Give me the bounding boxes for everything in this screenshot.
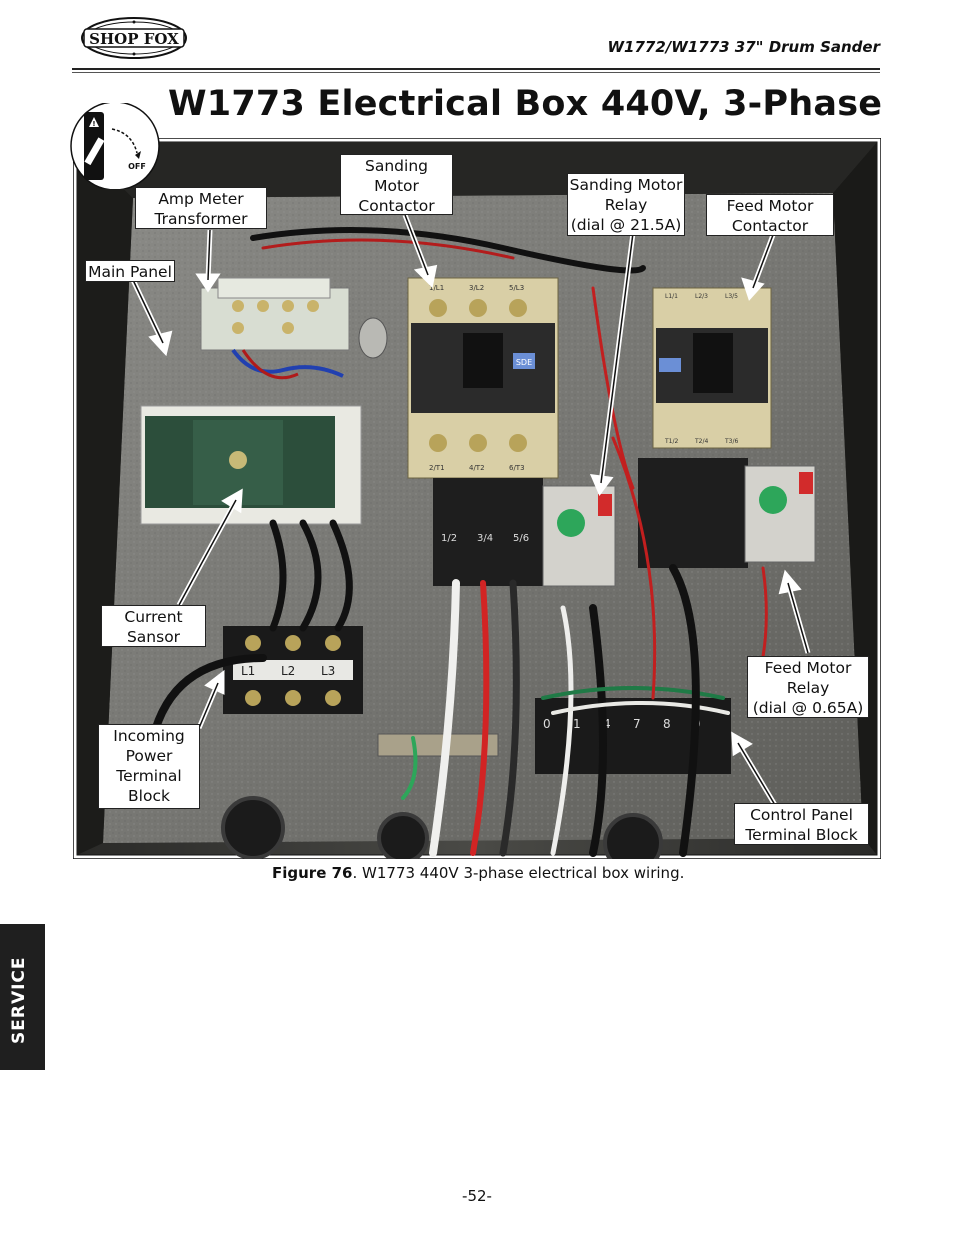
brand-label: SDE [516, 358, 532, 367]
feed-motor-relay [638, 458, 816, 568]
callout-main-panel: Main Panel [85, 260, 175, 282]
control-term: 0 [543, 717, 551, 731]
callout-line: Feed Motor [726, 197, 814, 215]
callout-incoming-power-terminal-block: Incoming Power Terminal Block [98, 724, 200, 809]
callout-line: Relay [786, 679, 830, 697]
page-title: W1773 Electrical Box 440V, 3-Phase [168, 84, 883, 124]
document-title: W1772/W1773 37" Drum Sander [607, 38, 881, 56]
callout-feed-motor-relay: Feed Motor Relay (dial @ 0.65A) [747, 656, 869, 718]
contactor-term: 5/L3 [509, 284, 524, 292]
electrical-box-photo: SDE 1/L1 3/L2 5/L3 2/T1 4/T2 6/T3 1/2 3/… [73, 138, 881, 859]
feed-term: L3/5 [725, 293, 738, 300]
relay-term: 3/4 [477, 533, 493, 544]
feed-motor-contactor: L1/1 L2/3 L3/5 T1/2 T2/4 T3/6 [652, 287, 772, 449]
callout-line: Amp Meter [158, 190, 244, 208]
relay-term: 1/2 [441, 533, 457, 544]
disconnect-power-icon: ! OFF [70, 103, 160, 189]
feed-term: L1/1 [665, 293, 678, 300]
power-term: L1 [241, 664, 255, 678]
amp-meter-transformer [200, 277, 388, 380]
callout-line: (dial @ 0.65A) [752, 699, 864, 717]
callout-feed-motor-contactor: Feed Motor Contactor [706, 194, 834, 236]
incoming-power-terminal-block: L1 L2 L3 [223, 626, 363, 714]
callout-sanding-motor-contactor: Sanding Motor Contactor [340, 154, 453, 215]
callout-line: (dial @ 21.5A) [570, 216, 682, 234]
wiring [149, 227, 768, 857]
figure-caption: Figure 76. W1773 440V 3-phase electrical… [272, 864, 684, 882]
contactor-term: 4/T2 [469, 464, 485, 472]
callout-line: Control Panel [750, 806, 853, 824]
callout-line: Terminal [116, 767, 182, 785]
callout-line: Relay [604, 196, 648, 214]
callout-line: Main Panel [88, 263, 172, 281]
control-term: 7 [633, 717, 641, 731]
callout-line: Contactor [731, 217, 809, 235]
callout-line: Sanding [365, 157, 428, 175]
figure-number: Figure 76 [272, 864, 353, 882]
callout-amp-meter-transformer: Amp Meter Transformer [135, 187, 267, 229]
callout-line: Feed Motor [764, 659, 852, 677]
callout-line: Power [125, 747, 173, 765]
callout-line: Sansor [126, 628, 181, 646]
off-label: OFF [128, 162, 146, 171]
contactor-term: 2/T1 [429, 464, 445, 472]
callout-line: Sanding Motor [569, 176, 683, 194]
control-term: 8 [663, 717, 671, 731]
callout-control-panel-terminal-block: Control Panel Terminal Block [734, 803, 869, 845]
page-number: -52- [462, 1187, 492, 1205]
callout-line: Transformer [154, 210, 248, 228]
power-term: L3 [321, 664, 335, 678]
callout-line: Contactor [358, 197, 435, 215]
callout-line: Terminal Block [745, 826, 858, 844]
callout-current-sensor: Current Sansor [101, 605, 206, 647]
feed-term: T3/6 [724, 438, 739, 445]
header-rule [72, 68, 880, 70]
shop-fox-logo: SHOP FOX [81, 17, 187, 59]
section-tab-service: SERVICE [0, 924, 45, 1070]
callout-line: Incoming [113, 727, 185, 745]
control-term: 4 [603, 717, 611, 731]
section-tab-label: SERVICE [9, 956, 29, 1044]
callout-line: Block [128, 787, 170, 805]
contactor-term: 3/L2 [469, 284, 484, 292]
callout-line: Current [124, 608, 183, 626]
sanding-motor-relay: 1/2 3/4 5/6 [433, 478, 616, 587]
power-term: L2 [281, 664, 295, 678]
callout-line: Motor [374, 177, 419, 195]
feed-term: T2/4 [694, 438, 709, 445]
feed-term: T1/2 [664, 438, 679, 445]
current-sensor [140, 405, 362, 525]
logo-text: SHOP FOX [89, 30, 179, 48]
callout-sanding-motor-relay: Sanding Motor Relay (dial @ 21.5A) [567, 173, 685, 236]
feed-term: L2/3 [695, 293, 708, 300]
contactor-term: 6/T3 [509, 464, 525, 472]
control-term: 1 [573, 717, 581, 731]
relay-term: 5/6 [513, 533, 529, 544]
header-rule-thin [72, 72, 880, 73]
figure-caption-text: . W1773 440V 3-phase electrical box wiri… [352, 864, 685, 882]
sanding-motor-contactor: SDE 1/L1 3/L2 5/L3 2/T1 4/T2 6/T3 [407, 277, 559, 479]
contactor-term: 1/L1 [429, 284, 444, 292]
svg-text:!: ! [92, 120, 95, 128]
